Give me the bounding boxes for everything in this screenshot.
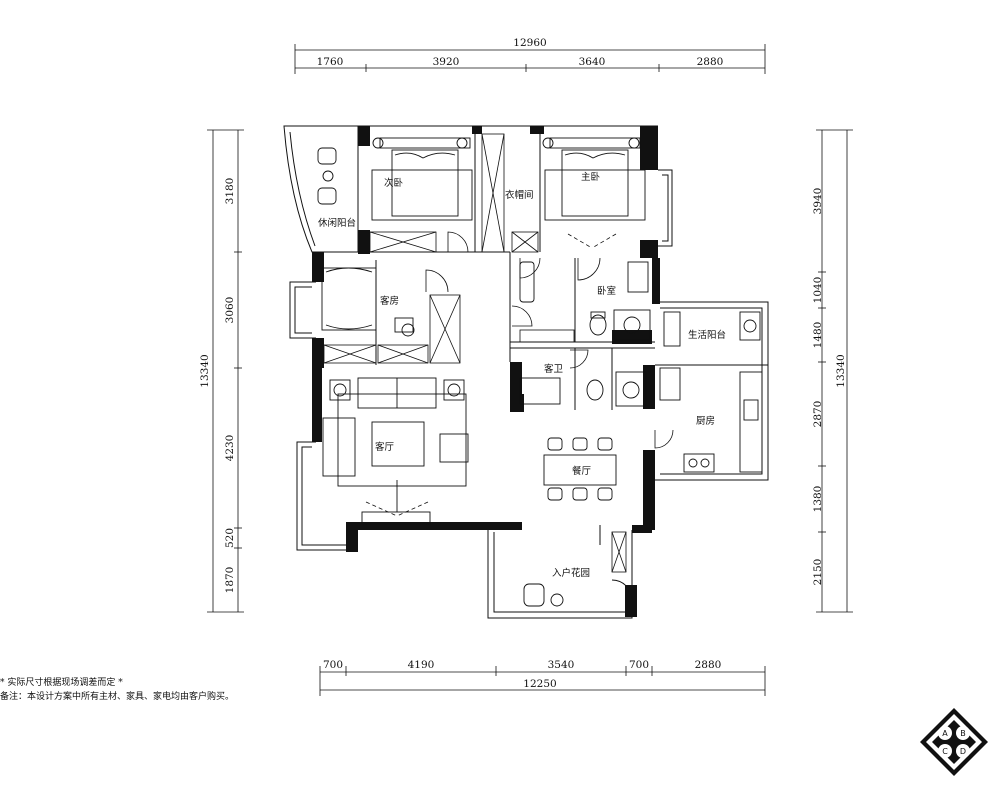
room-label-closet: 衣帽间 — [505, 189, 534, 201]
bottom-dim-4: 700 — [629, 659, 649, 671]
room-label-master-bath: 卧室 — [597, 285, 616, 297]
second-bedroom-bed — [371, 137, 473, 221]
note-line-2: 备注：本设计方案中所有主材、家具、家电均由客户购买。 — [0, 692, 235, 702]
room-label-dining-room: 餐厅 — [572, 465, 592, 477]
wardrobes — [323, 133, 627, 573]
dashed-lines — [365, 233, 617, 517]
left-dim-2: 3060 — [224, 297, 236, 324]
right-dim-5: 1380 — [812, 486, 824, 513]
left-dim-5: 1870 — [224, 567, 236, 594]
dining-table — [543, 437, 617, 501]
top-dim-4: 2880 — [697, 56, 724, 68]
room-label-second-bedroom: 次卧 — [384, 177, 404, 189]
right-dim-1: 3940 — [812, 188, 824, 215]
logo-letter-a: A — [942, 729, 948, 738]
abcd-logo: A B C D — [920, 708, 988, 776]
right-dim-4: 2870 — [812, 401, 824, 428]
top-dim-1: 1760 — [317, 56, 344, 68]
thick-walls — [312, 126, 660, 617]
doors — [425, 231, 674, 449]
room-label-entry-garden: 入户花园 — [552, 567, 590, 579]
kitchen-fixtures — [659, 311, 763, 473]
top-dim-3: 3640 — [579, 56, 606, 68]
room-label-leisure-balcony: 休闲阳台 — [318, 217, 356, 229]
left-total-dim: 13340 — [199, 354, 211, 387]
logo-letter-b: B — [960, 729, 966, 738]
left-dim-1: 3180 — [224, 178, 236, 205]
balcony-chairs — [317, 147, 337, 205]
room-label-guest-room: 客房 — [380, 295, 399, 307]
bottom-total-dim: 12250 — [523, 678, 556, 690]
bottom-dim-3: 3540 — [548, 659, 575, 671]
bathroom-fixtures — [519, 261, 651, 407]
logo-letter-c: C — [942, 747, 948, 756]
logo-letter-d: D — [960, 747, 966, 756]
room-label-master-bedroom: 主卧 — [581, 171, 601, 183]
living-room-furniture — [322, 377, 469, 525]
room-label-utility-balcony: 生活阳台 — [688, 329, 726, 341]
left-dim-3: 4230 — [224, 435, 236, 462]
note-line-1: * 实际尺寸根据现场调差而定 * — [0, 678, 123, 688]
left-dimensions — [207, 129, 244, 613]
room-label-guest-bath: 客卫 — [544, 363, 564, 375]
bottom-dim-5: 2880 — [695, 659, 722, 671]
master-bedroom-bed — [542, 137, 646, 221]
right-dim-6: 2150 — [812, 559, 824, 586]
bottom-dim-2: 4190 — [408, 659, 435, 671]
top-total-dim: 12960 — [513, 37, 546, 49]
right-dimensions — [816, 129, 853, 613]
top-dim-2: 3920 — [433, 56, 460, 68]
entry-garden-furniture — [523, 579, 633, 607]
room-label-living-room: 客厅 — [375, 441, 395, 453]
top-dimensions — [294, 44, 766, 74]
bottom-dim-1: 700 — [323, 659, 343, 671]
guest-room-bed — [321, 267, 415, 337]
right-dim-2: 1040 — [812, 277, 824, 304]
right-total-dim: 13340 — [835, 354, 847, 387]
right-dim-3: 1480 — [812, 322, 824, 349]
bottom-dimensions — [319, 666, 766, 696]
room-label-kitchen: 厨房 — [696, 415, 715, 427]
left-dim-4: 520 — [224, 528, 236, 548]
